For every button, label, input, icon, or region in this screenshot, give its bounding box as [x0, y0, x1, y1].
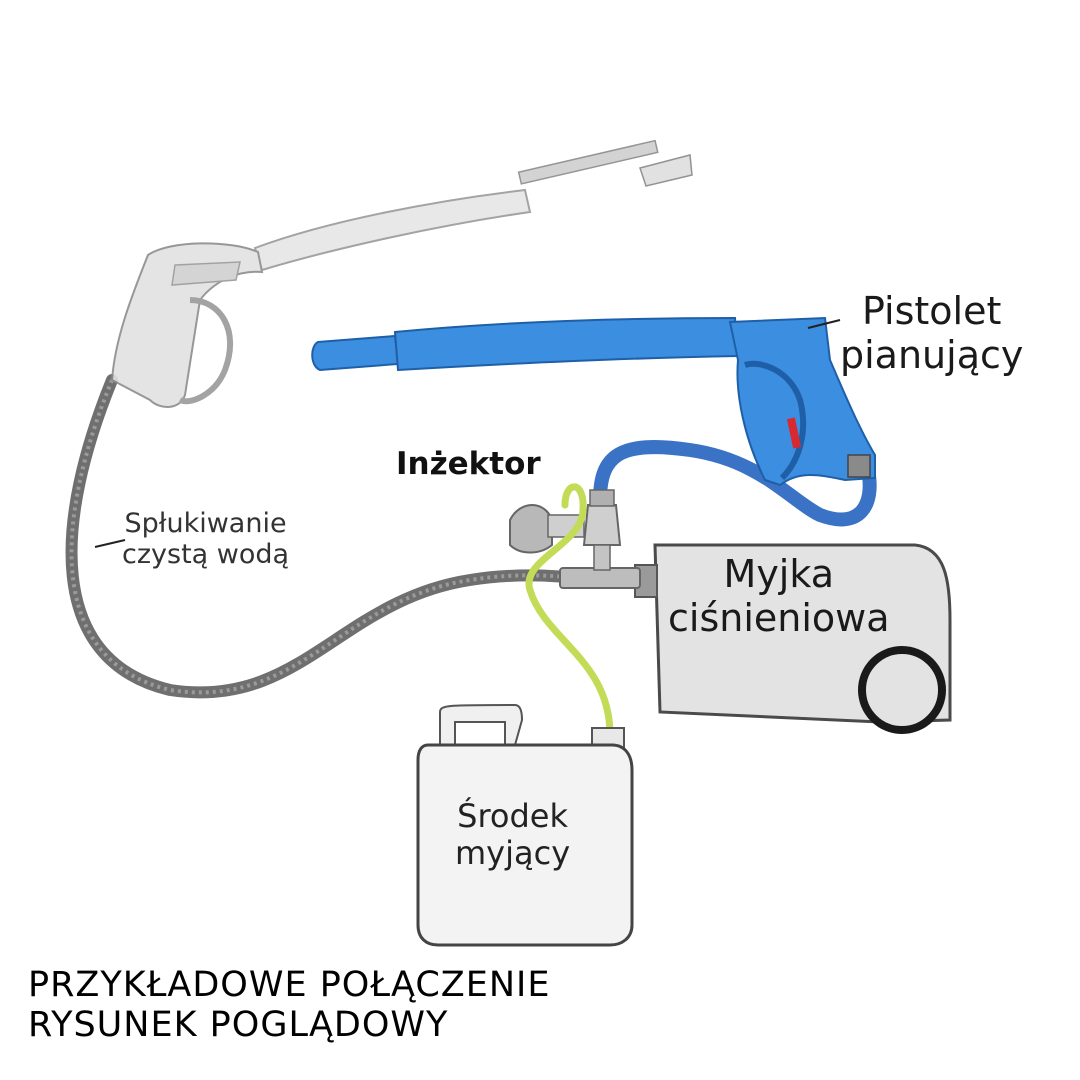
foam-gun-label-line-2: pianujący: [840, 334, 1023, 378]
pressure-washer-label-line-2: ciśnieniowa: [668, 597, 890, 641]
foam-gun-label: Pistolet pianujący: [840, 290, 1023, 377]
caption-line-2: RYSUNEK POGLĄDOWY: [28, 1005, 551, 1045]
caption-line-1: PRZYKŁADOWE POŁĄCZENIE: [28, 965, 551, 1005]
pressure-washer-label: Myjka ciśnieniowa: [668, 553, 890, 640]
rinse-leader-line: [95, 540, 125, 547]
detergent-label: Środek myjący: [455, 798, 570, 872]
injector-label: Inżektor: [396, 447, 541, 483]
foam-gun-label-line-1: Pistolet: [840, 290, 1023, 334]
rinse-label: Spłukiwanie czystą wodą: [122, 508, 289, 570]
detergent-label-line-1: Środek: [455, 798, 570, 835]
caption: PRZYKŁADOWE POŁĄCZENIE RYSUNEK POGLĄDOWY: [28, 965, 551, 1046]
pressure-washer-label-line-1: Myjka: [668, 553, 890, 597]
washer-wheel: [862, 650, 942, 730]
detergent-label-line-2: myjący: [455, 835, 570, 872]
rinse-label-line-2: czystą wodą: [122, 539, 289, 570]
rinse-label-line-1: Spłukiwanie: [122, 508, 289, 539]
